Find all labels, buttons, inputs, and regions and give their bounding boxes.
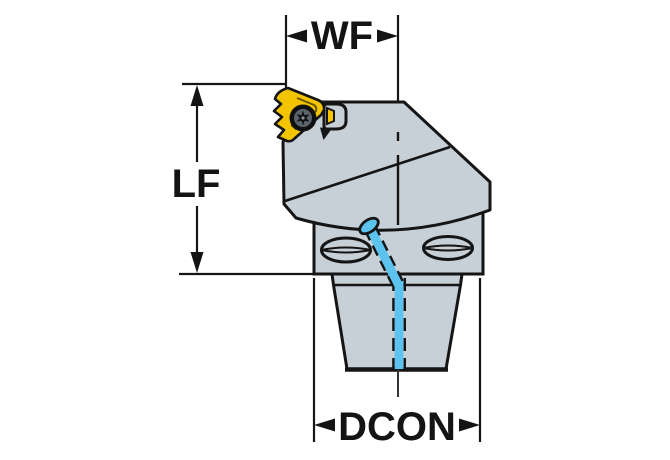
clamp-screw-left <box>320 236 372 264</box>
coolant-tube-hidden-edge-left <box>364 229 395 288</box>
screw-head-oval <box>422 235 474 261</box>
insert-pocket <box>320 102 348 140</box>
coolant-tube <box>365 223 403 289</box>
lf-label: LF <box>172 162 221 206</box>
screw-head-oval <box>320 236 372 264</box>
coolant-channel <box>358 216 404 289</box>
insert-screw <box>289 104 317 132</box>
lf-arrow-up <box>190 85 204 106</box>
lf-dimension: LF <box>172 82 314 276</box>
wf-arrow-right <box>377 29 398 43</box>
lf-arrow-down <box>190 252 204 273</box>
insert-corner-tab <box>326 106 335 126</box>
screw-slot <box>321 246 371 254</box>
screw-center-dot <box>301 116 305 120</box>
coolant-bore <box>394 279 404 369</box>
screw-slot <box>423 244 473 252</box>
wf-arrow-left <box>286 29 307 43</box>
dcon-label: DCON <box>338 405 456 449</box>
wf-label: WF <box>311 14 373 58</box>
pocket-wedge <box>320 127 332 140</box>
coolant-inlet <box>358 216 380 236</box>
coolant-tube-hidden-edge-right <box>373 224 404 283</box>
dcon-arrow-right <box>459 418 480 432</box>
dcon-dimension: DCON <box>312 278 482 449</box>
threading-insert <box>272 86 326 143</box>
dcon-arrow-left <box>314 418 335 432</box>
wf-dimension: WF <box>284 14 400 102</box>
insert-inner-contour <box>290 97 318 131</box>
clamp-screw-right <box>422 235 474 261</box>
coolant-channel-vertical <box>392 278 406 369</box>
head-facet-line <box>284 145 451 203</box>
